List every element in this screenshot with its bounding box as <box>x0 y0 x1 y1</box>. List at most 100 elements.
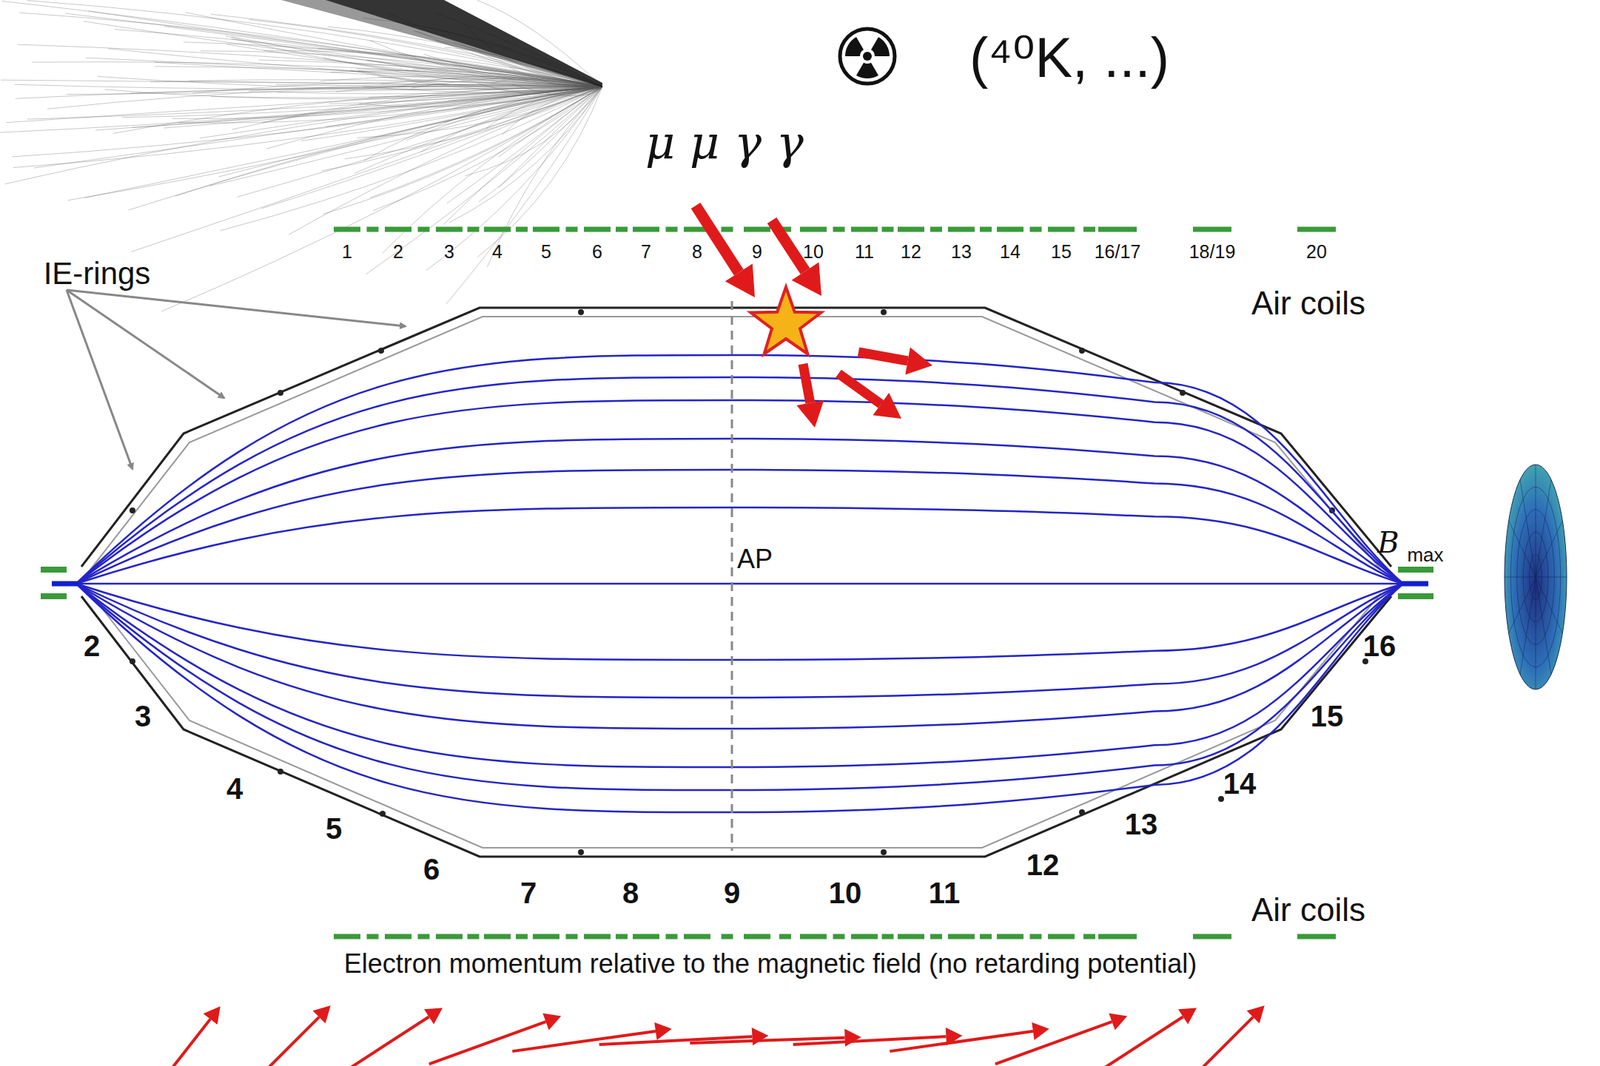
shower-track <box>11 86 603 157</box>
shower-track <box>27 0 603 87</box>
air-coil <box>583 934 611 940</box>
air-coil <box>1192 227 1232 233</box>
air-coil <box>532 227 560 233</box>
shower-track <box>128 86 603 211</box>
air-coil <box>367 227 379 233</box>
air-coil <box>930 934 943 940</box>
pixel-spoke <box>1535 464 1537 578</box>
shower-track <box>487 86 603 268</box>
air-coil <box>615 227 628 233</box>
ring-number: 7 <box>520 878 537 909</box>
air-coils-label: Air coils <box>1251 287 1366 320</box>
particle-label: μ μ γ γ <box>645 119 804 166</box>
air-coil <box>721 227 734 233</box>
pixel-spoke <box>1535 479 1552 578</box>
cosmic-shower <box>0 0 603 312</box>
outgoing-arrow-head <box>905 347 933 376</box>
air-coil <box>1030 227 1042 233</box>
air-coil <box>1083 934 1096 940</box>
coil-number: 20 <box>1306 242 1327 262</box>
ring-number: 9 <box>723 878 741 909</box>
air-coil <box>930 227 943 233</box>
shower-track <box>266 86 603 149</box>
beam-stubs <box>51 581 1429 587</box>
air-coil <box>566 934 578 940</box>
shower-track <box>84 86 603 198</box>
momentum-arrows <box>167 1005 1265 1066</box>
air-coil <box>367 934 379 940</box>
air-coil <box>779 934 792 940</box>
shower-track <box>150 79 603 87</box>
air-coil <box>683 934 711 940</box>
ring-number: 2 <box>83 631 100 661</box>
air-coil <box>882 227 894 233</box>
field-line <box>76 400 1404 584</box>
coil-number: 4 <box>492 242 503 262</box>
air-coil <box>666 227 678 233</box>
pixel-spoke <box>1535 577 1563 634</box>
bmax-label: max <box>1406 545 1444 565</box>
air-coil <box>1030 934 1042 940</box>
air-coil <box>800 934 827 940</box>
field-line <box>76 583 1404 661</box>
coil-number: 9 <box>751 242 763 262</box>
coil-number: 10 <box>802 242 824 262</box>
shower-track <box>130 86 603 252</box>
momentum-arrow <box>1097 1016 1184 1066</box>
shower-track <box>321 86 603 171</box>
air-coil <box>948 227 975 233</box>
momentum-arrow-head <box>844 1029 861 1048</box>
shower-track <box>231 86 603 130</box>
air-coil <box>1047 227 1075 233</box>
ring-number: 3 <box>134 701 151 732</box>
air-coil <box>632 227 660 233</box>
shower-track <box>219 86 603 177</box>
momentum-arrow-head <box>1178 1007 1197 1025</box>
bmax-coils <box>40 569 1434 597</box>
coil-number: 13 <box>950 242 972 262</box>
air-coil <box>467 934 480 940</box>
shower-track <box>446 86 603 204</box>
air-coil <box>897 227 925 233</box>
ring-number: 15 <box>1310 701 1344 732</box>
air-coil <box>1192 934 1232 940</box>
ring-dot <box>1079 809 1085 816</box>
coil-number: 12 <box>900 242 922 262</box>
air-coil <box>743 227 771 233</box>
air-coil <box>333 227 361 233</box>
pixel-spoke <box>1508 577 1536 634</box>
air-coil <box>384 934 412 940</box>
incoming-arrow-head <box>725 263 755 298</box>
air-coil <box>800 227 827 233</box>
coil-number: 15 <box>1050 242 1072 262</box>
air-coil <box>418 227 430 233</box>
momentum-arrow <box>793 1036 947 1045</box>
air-coil <box>833 227 846 233</box>
momentum-arrow-head <box>1031 1022 1049 1041</box>
air-coil <box>435 227 463 233</box>
air-coil <box>979 934 992 940</box>
outgoing-arrow <box>802 364 811 404</box>
field-line <box>76 583 1404 768</box>
coil-number: 18/19 <box>1189 242 1236 262</box>
incoming-arrow <box>771 220 806 272</box>
outgoing-arrow <box>858 352 909 362</box>
air-coil <box>384 227 412 233</box>
air-coil <box>1098 227 1137 233</box>
momentum-arrow-head <box>654 1022 672 1041</box>
radiation-blade <box>845 37 864 57</box>
coil-number: 3 <box>444 242 455 262</box>
ring-dot <box>880 849 887 856</box>
ring-dot <box>577 309 584 316</box>
air-coil <box>1047 934 1075 940</box>
field-line <box>76 583 1404 791</box>
ring-dot <box>129 658 136 665</box>
field-line <box>76 355 1404 584</box>
shower-track <box>301 86 603 141</box>
shower-track <box>68 86 603 201</box>
momentum-arrow <box>261 1017 319 1066</box>
air-coil <box>583 227 611 233</box>
particle-arrows <box>695 205 933 428</box>
ring-number: 5 <box>325 814 342 844</box>
ring-dots <box>129 309 1369 856</box>
